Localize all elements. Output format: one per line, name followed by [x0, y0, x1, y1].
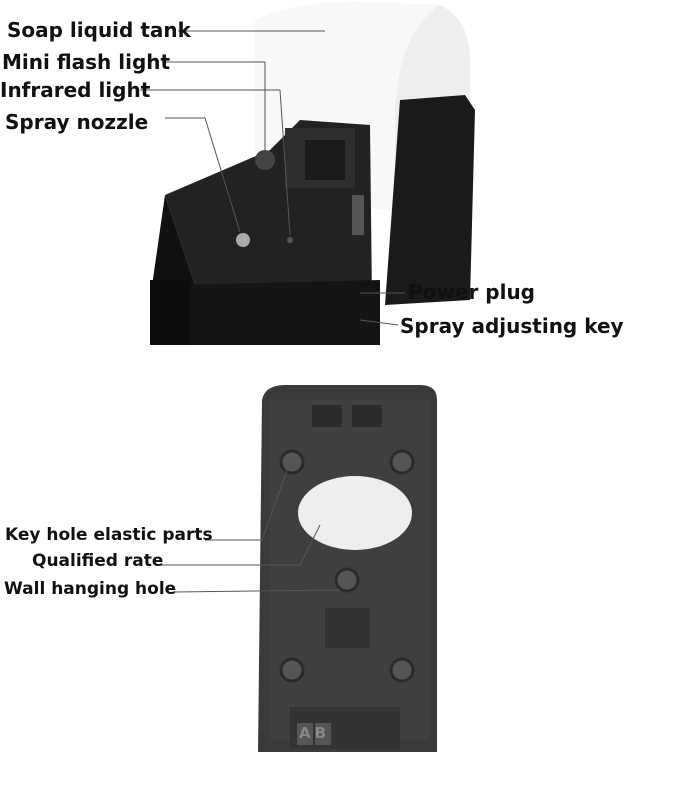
ab-mark: AB: [299, 724, 331, 742]
dispenser-front-photo: [150, 0, 480, 345]
label-key-hole-elastic-parts: Key hole elastic parts: [5, 525, 213, 545]
label-power-plug: Power plug: [408, 280, 535, 304]
key-hole-icon: [279, 449, 415, 683]
infrared-sensor: [287, 237, 293, 243]
label-wall-hanging-hole: Wall hanging hole: [4, 579, 177, 599]
spray-nozzle: [236, 233, 250, 247]
flash-light: [255, 150, 275, 170]
top-leader-lines: [140, 30, 405, 326]
label-soap-liquid-tank: Soap liquid tank: [7, 18, 191, 42]
label-infrared-light: Infrared light: [0, 78, 151, 102]
label-qualified-rate: Qualified rate: [32, 551, 164, 571]
label-spray-nozzle: Spray nozzle: [5, 110, 149, 134]
power-plug: [352, 195, 364, 235]
qualified-sticker: [298, 476, 412, 550]
bottom-leader-lines: [162, 467, 341, 593]
dispenser-back-photo: [258, 385, 437, 752]
label-spray-adjusting-key: Spray adjusting key: [400, 314, 624, 338]
label-mini-flash-light: Mini flash light: [2, 50, 171, 74]
